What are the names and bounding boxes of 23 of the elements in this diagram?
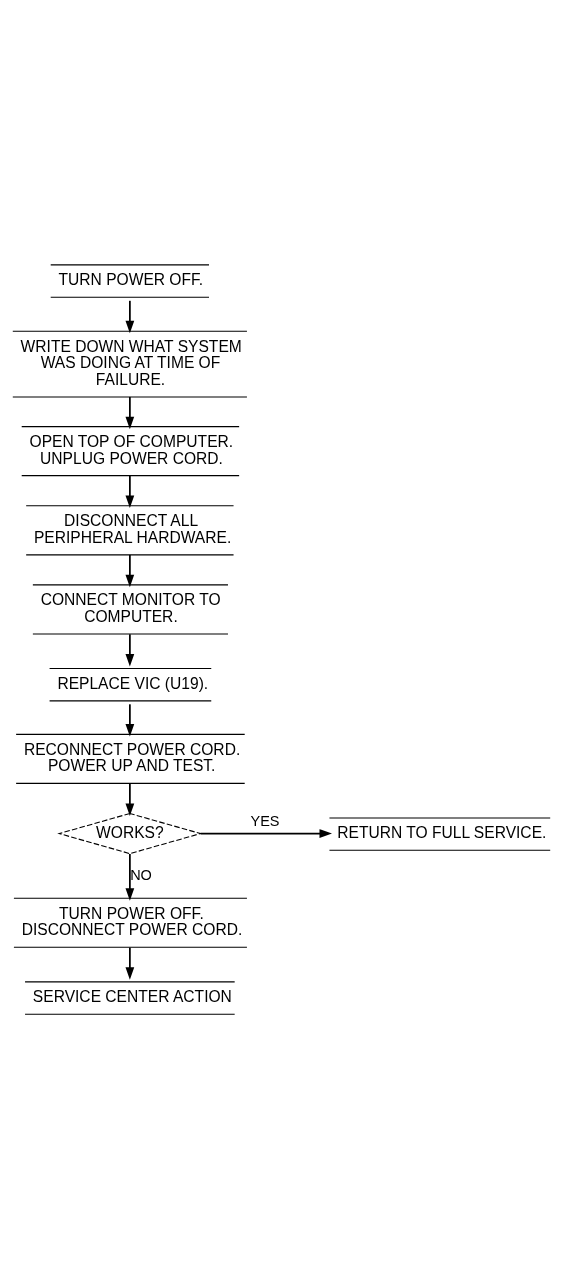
- node-text: REPLACE VIC (U19).: [57, 674, 209, 692]
- node-text: WRITE DOWN WHAT SYSTEM WAS DOING AT TIME OF FAILURE.: [20, 337, 242, 388]
- node-text: RETURN TO FULL SERVICE.: [337, 824, 547, 842]
- arrow: [125, 396, 135, 430]
- arrow: [125, 946, 135, 980]
- edge-label: NO: [130, 866, 152, 883]
- arrow: [125, 853, 135, 901]
- edge-label: YES: [250, 813, 280, 830]
- node-text: TURN POWER OFF.: [58, 271, 204, 289]
- arrow: [125, 554, 135, 588]
- node-text: CONNECT MONITOR TO COMPUTER.: [40, 591, 221, 625]
- node-text: RECONNECT POWER CORD. POWER UP AND TEST.: [23, 740, 241, 775]
- node-text: OPEN TOP OF COMPUTER. UNPLUG POWER CORD.: [29, 432, 234, 467]
- node-text: TURN POWER OFF. DISCONNECT POWER CORD.: [21, 904, 243, 939]
- arrow: [125, 633, 135, 667]
- node-text: SERVICE CENTER ACTION: [32, 988, 232, 1006]
- arrow: [199, 829, 332, 838]
- arrow: [125, 703, 135, 737]
- node-text: DISCONNECT ALL PERIPHERAL HARDWARE.: [33, 512, 232, 546]
- arrow: [125, 299, 135, 334]
- arrow: [125, 474, 135, 508]
- arrow: [125, 782, 135, 816]
- node-diamond: WORKS?: [57, 812, 203, 855]
